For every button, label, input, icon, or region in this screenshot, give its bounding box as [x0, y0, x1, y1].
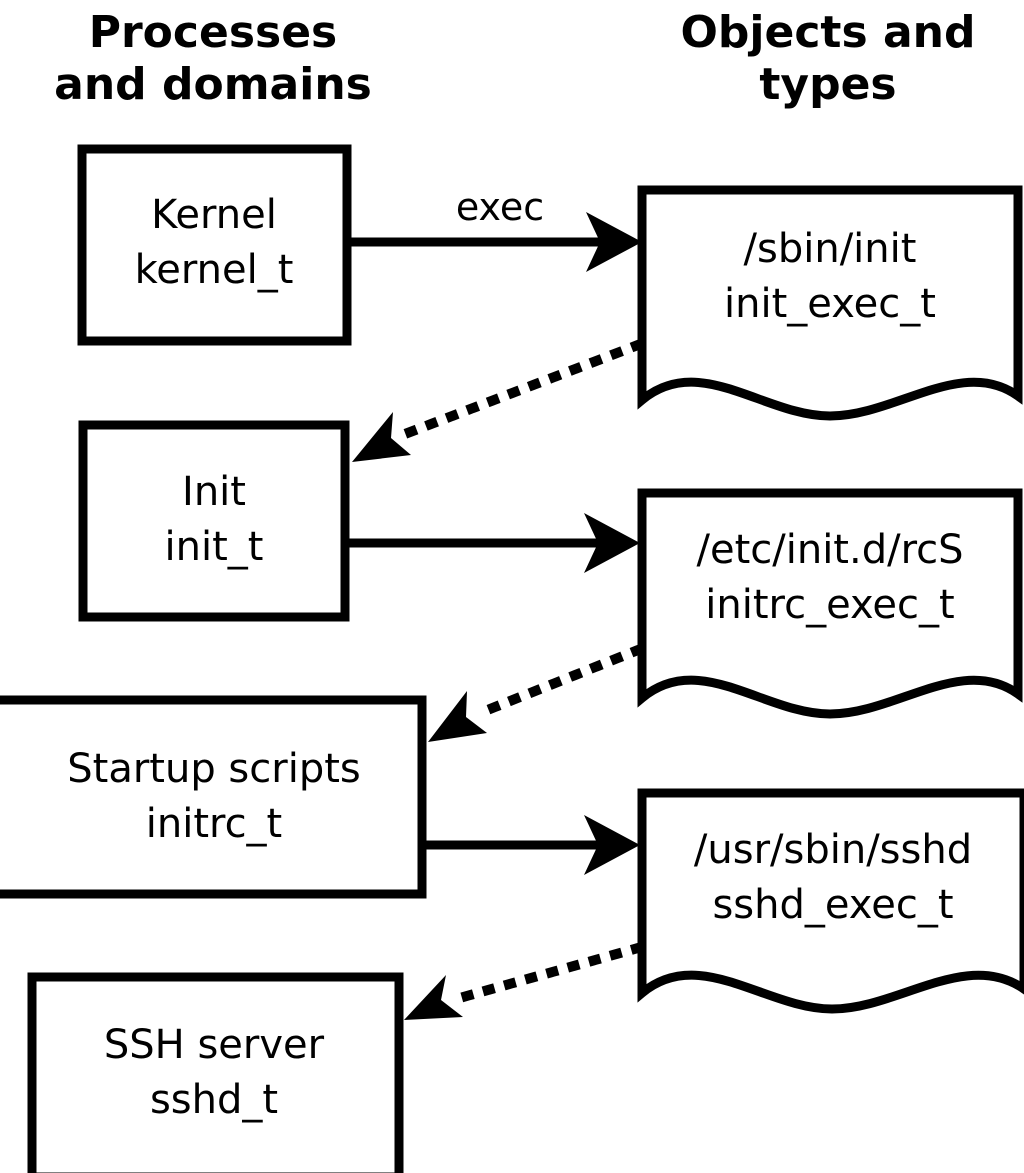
node-sshd_exec-line2: sshd_exec_t	[712, 882, 953, 928]
edge-sshd_exec-transition-sshd-arrowhead	[404, 975, 463, 1020]
node-initrc_exec-line1: /etc/init.d/rcS	[696, 527, 963, 573]
node-init_exec-line2: init_exec_t	[724, 281, 936, 327]
node-kernel-box[interactable]	[77, 144, 352, 346]
edge-init_exec-transition-init-arrowhead	[352, 412, 411, 462]
edge-init-exec-initrc_exec-arrowhead	[584, 513, 640, 573]
node-kernel-line1: Kernel	[151, 192, 277, 238]
edge-initrc_exec-transition-initrc-line	[473, 643, 645, 720]
edge-sshd_exec-transition-sshd	[404, 941, 645, 1020]
column-heading-processes-line2: and domains	[54, 59, 372, 110]
node-init-line1: Init	[182, 469, 246, 515]
column-heading-processes-line1: Processes	[89, 7, 338, 58]
node-kernel[interactable]: Kernel kernel_t	[77, 144, 352, 346]
node-initrc_exec-document-shape[interactable]	[637, 488, 1023, 719]
node-initrc-line2: initrc_t	[146, 801, 283, 847]
node-init_exec-line1: /sbin/init	[744, 226, 917, 272]
node-init-line2: init_t	[165, 524, 264, 570]
column-heading-processes: Processes and domains	[54, 7, 372, 110]
node-kernel-line2: kernel_t	[135, 247, 294, 293]
node-initrc-box[interactable]	[0, 695, 427, 899]
edge-init-exec-initrc_exec	[348, 513, 640, 573]
node-initrc[interactable]: Startup scripts initrc_t	[0, 695, 427, 899]
node-sshd-box[interactable]	[27, 972, 404, 1173]
node-sshd-line1: SSH server	[104, 1022, 325, 1068]
node-sshd_exec[interactable]: /usr/sbin/sshd sshd_exec_t	[637, 788, 1024, 1014]
edge-kernel-exec-init_exec: exec	[350, 185, 642, 272]
edge-label-exec: exec	[456, 185, 544, 229]
edge-initrc-exec-sshd_exec	[426, 815, 640, 875]
node-initrc-line1: Startup scripts	[67, 746, 360, 792]
column-heading-objects-line1: Objects and	[681, 7, 976, 58]
column-heading-objects-line2: types	[759, 59, 896, 110]
edge-initrc-exec-sshd_exec-arrowhead	[584, 815, 640, 875]
node-init-box[interactable]	[78, 420, 350, 622]
node-sshd_exec-line1: /usr/sbin/sshd	[694, 827, 972, 873]
edge-sshd_exec-transition-sshd-line	[449, 941, 645, 1006]
edge-kernel-exec-init_exec-arrowhead	[586, 212, 642, 272]
node-sshd-line2: sshd_t	[150, 1077, 278, 1123]
node-init[interactable]: Init init_t	[78, 420, 350, 622]
node-initrc_exec[interactable]: /etc/init.d/rcS initrc_exec_t	[637, 488, 1023, 719]
edge-initrc_exec-transition-initrc	[428, 643, 645, 742]
edge-initrc_exec-transition-initrc-arrowhead	[428, 691, 487, 742]
node-init_exec-document-shape[interactable]	[637, 185, 1023, 421]
edge-init_exec-transition-init-line	[398, 338, 645, 441]
node-init_exec[interactable]: /sbin/init init_exec_t	[637, 185, 1023, 421]
edge-init_exec-transition-init	[352, 338, 645, 462]
node-sshd[interactable]: SSH server sshd_t	[27, 972, 404, 1173]
column-heading-objects: Objects and types	[681, 7, 976, 110]
node-initrc_exec-line2: initrc_exec_t	[705, 582, 954, 628]
node-sshd_exec-document-shape[interactable]	[637, 788, 1024, 1014]
